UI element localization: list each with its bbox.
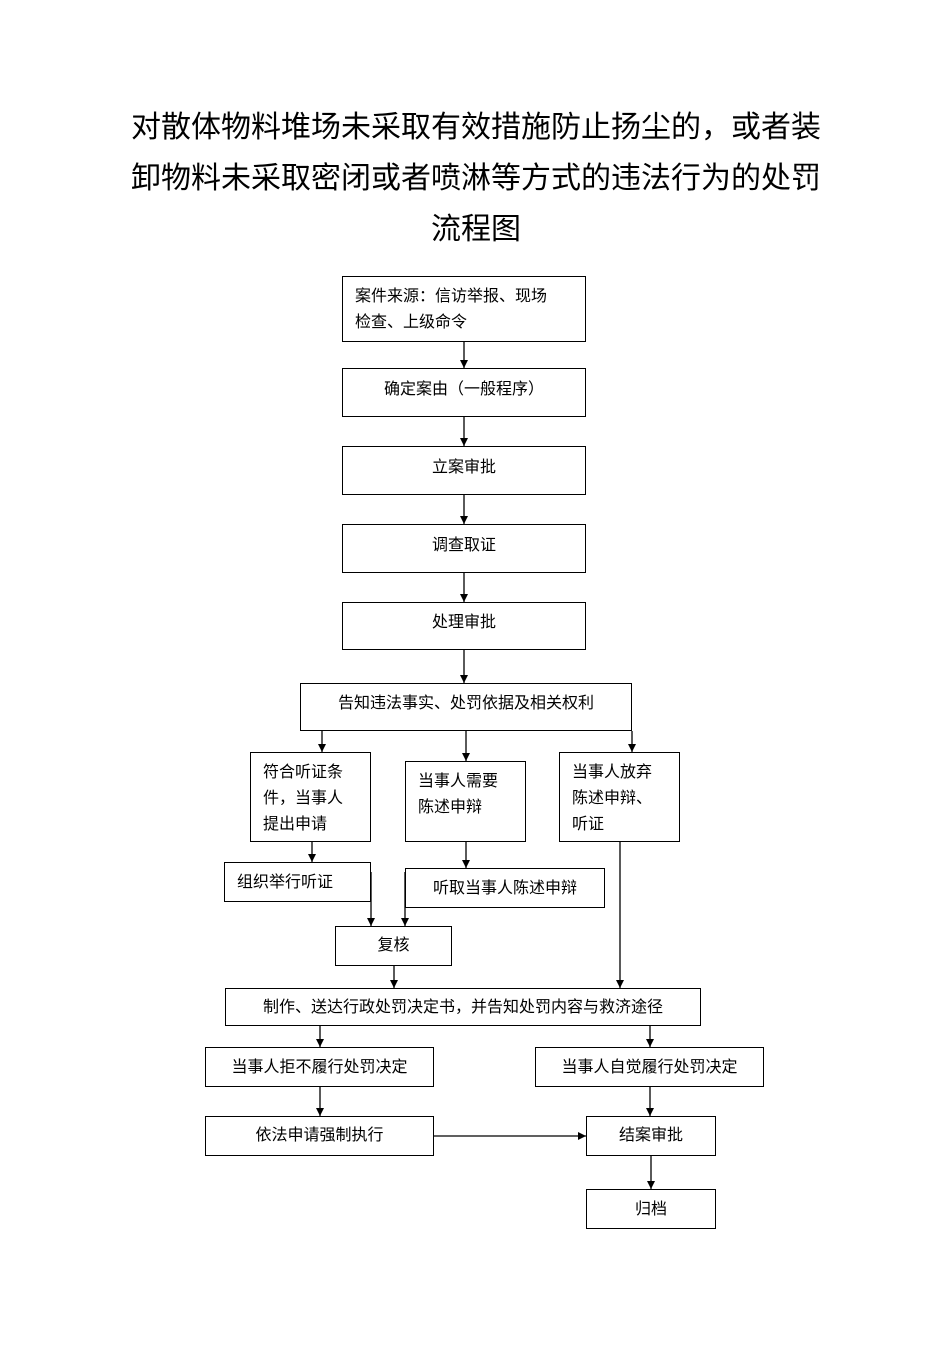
node-organize-hearing: 组织举行听证 [224,862,371,902]
page-title: 对散体物料堆场未采取有效措施防止扬尘的，或者装 卸物料未采取密闭或者喷淋等方式的… [110,102,842,255]
node-investigation-line-1: 调查取证 [431,535,496,554]
title-line-3: 流程图 [431,212,521,247]
node-archive: 归档 [586,1189,716,1229]
node-review: 复核 [335,926,452,966]
title-line-2: 卸物料未采取密闭或者喷淋等方式的违法行为的处罚 [131,161,821,196]
node-investigation: 调查取证 [342,524,586,573]
node-statement-need-line-1: 当事人需要 [418,771,499,790]
node-review-line-1: 复核 [377,935,410,954]
node-decision: 制作、送达行政处罚决定书，并告知处罚内容与救济途径 [225,988,701,1026]
node-archive-line-1: 归档 [634,1199,667,1218]
node-case-source-line-1: 案件来源：信访举报、现场 [355,286,548,305]
node-filing-approval: 立案审批 [342,446,586,495]
node-decision-line-1: 制作、送达行政处罚决定书，并告知处罚内容与救济途径 [262,997,663,1016]
node-statement-need: 当事人需要 陈述申辩 [405,761,526,842]
node-case-source-line-2: 检查、上级命令 [355,312,468,331]
node-waive-line-3: 听证 [572,814,605,833]
node-hearing-request-line-1: 符合听证条 [263,762,344,781]
node-enforce: 依法申请强制执行 [205,1116,434,1156]
node-hear-statement: 听取当事人陈述申辩 [405,868,605,908]
node-handling-approval-line-1: 处理审批 [431,612,496,631]
node-close-approval: 结案审批 [586,1116,716,1156]
node-notify-line-1: 告知违法事实、处罚依据及相关权利 [337,693,594,712]
node-statement-need-line-2: 陈述申辩 [418,797,483,816]
node-refuse-line-1: 当事人拒不履行处罚决定 [231,1057,408,1076]
node-hearing-request-line-3: 提出申请 [263,814,328,833]
node-case-source: 案件来源：信访举报、现场 检查、上级命令 [342,276,586,342]
node-filing-approval-line-1: 立案审批 [431,457,496,476]
node-handling-approval: 处理审批 [342,602,586,650]
node-determine-cause: 确定案由（一般程序） [342,368,586,417]
node-refuse: 当事人拒不履行处罚决定 [205,1047,434,1087]
node-organize-hearing-line-1: 组织举行听证 [237,872,334,891]
node-waive-line-2: 陈述申辩、 [572,788,653,807]
node-comply-line-1: 当事人自觉履行处罚决定 [561,1057,738,1076]
node-close-approval-line-1: 结案审批 [618,1125,683,1144]
node-comply: 当事人自觉履行处罚决定 [535,1047,764,1087]
node-hearing-request: 符合听证条 件，当事人 提出申请 [250,752,371,842]
node-enforce-line-1: 依法申请强制执行 [255,1125,384,1144]
node-waive-line-1: 当事人放弃 [572,762,653,781]
title-line-1: 对散体物料堆场未采取有效措施防止扬尘的，或者装 [131,110,821,145]
node-hear-statement-line-1: 听取当事人陈述申辩 [432,878,577,897]
node-notify: 告知违法事实、处罚依据及相关权利 [300,683,632,731]
node-hearing-request-line-2: 件，当事人 [263,788,344,807]
node-determine-cause-line-1: 确定案由（一般程序） [383,379,544,398]
node-waive: 当事人放弃 陈述申辩、 听证 [559,752,680,842]
